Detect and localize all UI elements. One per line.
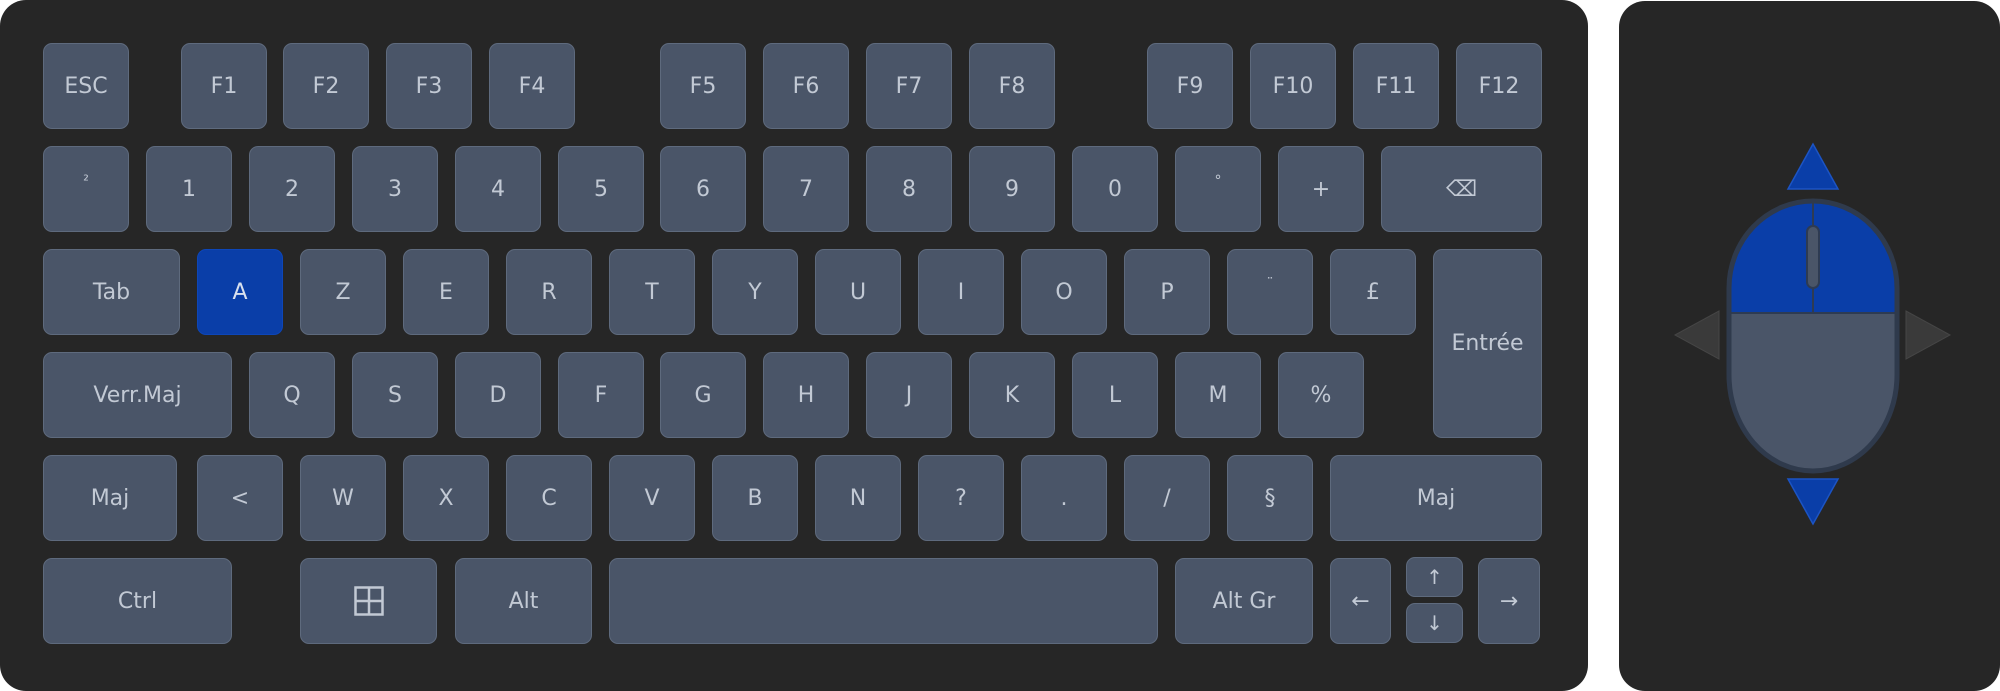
right-arrow[interactable] [1905, 310, 1952, 360]
scroll-up-arrow[interactable] [1786, 142, 1840, 190]
key-alt[interactable]: Alt [455, 558, 592, 644]
key-question-mark[interactable]: ? [918, 455, 1004, 541]
key-f3[interactable]: F3 [386, 43, 472, 129]
key-j[interactable]: J [866, 352, 952, 438]
key-3[interactable]: 3 [352, 146, 438, 232]
key-v[interactable]: V [609, 455, 695, 541]
key-6[interactable]: 6 [660, 146, 746, 232]
key-label: ² [83, 173, 89, 189]
key-pound[interactable]: £ [1330, 249, 1416, 335]
key-caps-lock[interactable]: Verr.Maj [43, 352, 232, 438]
key-5[interactable]: 5 [558, 146, 644, 232]
key-7[interactable]: 7 [763, 146, 849, 232]
key-p[interactable]: P [1124, 249, 1210, 335]
key-n[interactable]: N [815, 455, 901, 541]
key-slash[interactable]: / [1124, 455, 1210, 541]
key-i[interactable]: I [918, 249, 1004, 335]
key-b[interactable]: B [712, 455, 798, 541]
key-9[interactable]: 9 [969, 146, 1055, 232]
key-label: ¨ [1266, 276, 1274, 292]
key-f5[interactable]: F5 [660, 43, 746, 129]
key-backspace[interactable]: ⌫ [1381, 146, 1542, 232]
keyboard-panel: ESC F1 F2 F3 F4 F5 F6 F7 F8 F9 F10 F11 F… [0, 0, 1588, 691]
key-ctrl[interactable]: Ctrl [43, 558, 232, 644]
key-degree[interactable]: ° [1175, 146, 1261, 232]
windows-icon [353, 586, 384, 616]
key-l[interactable]: L [1072, 352, 1158, 438]
mouse-icon [1673, 142, 1952, 526]
key-s[interactable]: S [352, 352, 438, 438]
scroll-down-arrow[interactable] [1786, 478, 1840, 526]
key-f12[interactable]: F12 [1456, 43, 1542, 129]
key-w[interactable]: W [300, 455, 386, 541]
key-m[interactable]: M [1175, 352, 1261, 438]
key-z[interactable]: Z [300, 249, 386, 335]
key-q[interactable]: Q [249, 352, 335, 438]
key-shift-left[interactable]: Maj [43, 455, 177, 541]
key-enter[interactable]: Entrée [1433, 249, 1542, 438]
key-arrow-left[interactable]: ← [1330, 558, 1391, 644]
key-f11[interactable]: F11 [1353, 43, 1439, 129]
key-8[interactable]: 8 [866, 146, 952, 232]
key-percent[interactable]: % [1278, 352, 1364, 438]
key-superscript-two[interactable]: ² [43, 146, 129, 232]
key-alt-gr[interactable]: Alt Gr [1175, 558, 1313, 644]
key-d[interactable]: D [455, 352, 541, 438]
key-space[interactable] [609, 558, 1158, 644]
key-g[interactable]: G [660, 352, 746, 438]
key-label: ° [1214, 173, 1222, 189]
key-f[interactable]: F [558, 352, 644, 438]
key-esc[interactable]: ESC [43, 43, 129, 129]
key-y[interactable]: Y [712, 249, 798, 335]
scroll-wheel[interactable] [1806, 225, 1820, 289]
key-shift-right[interactable]: Maj [1330, 455, 1542, 541]
key-period[interactable]: . [1021, 455, 1107, 541]
mouse-panel [1619, 1, 2000, 691]
key-u[interactable]: U [815, 249, 901, 335]
key-t[interactable]: T [609, 249, 695, 335]
key-f4[interactable]: F4 [489, 43, 575, 129]
key-windows[interactable] [300, 558, 437, 644]
key-x[interactable]: X [403, 455, 489, 541]
key-f7[interactable]: F7 [866, 43, 952, 129]
key-o[interactable]: O [1021, 249, 1107, 335]
key-less-than[interactable]: < [197, 455, 283, 541]
key-c[interactable]: C [506, 455, 592, 541]
key-h[interactable]: H [763, 352, 849, 438]
backspace-icon: ⌫ [1445, 176, 1478, 202]
key-arrow-up[interactable]: ↑ [1406, 557, 1463, 597]
key-0[interactable]: 0 [1072, 146, 1158, 232]
key-e[interactable]: E [403, 249, 489, 335]
key-arrow-down[interactable]: ↓ [1406, 603, 1463, 643]
key-diaeresis[interactable]: ¨ [1227, 249, 1313, 335]
key-arrow-right[interactable]: → [1478, 558, 1540, 644]
left-arrow[interactable] [1673, 310, 1720, 360]
key-f8[interactable]: F8 [969, 43, 1055, 129]
key-section[interactable]: § [1227, 455, 1313, 541]
key-k[interactable]: K [969, 352, 1055, 438]
key-4[interactable]: 4 [455, 146, 541, 232]
key-f10[interactable]: F10 [1250, 43, 1336, 129]
key-r[interactable]: R [506, 249, 592, 335]
key-1[interactable]: 1 [146, 146, 232, 232]
key-f2[interactable]: F2 [283, 43, 369, 129]
key-f9[interactable]: F9 [1147, 43, 1233, 129]
key-tab[interactable]: Tab [43, 249, 180, 335]
key-f6[interactable]: F6 [763, 43, 849, 129]
key-plus[interactable]: + [1278, 146, 1364, 232]
key-a-active[interactable]: A [197, 249, 283, 335]
key-f1[interactable]: F1 [181, 43, 267, 129]
key-2[interactable]: 2 [249, 146, 335, 232]
